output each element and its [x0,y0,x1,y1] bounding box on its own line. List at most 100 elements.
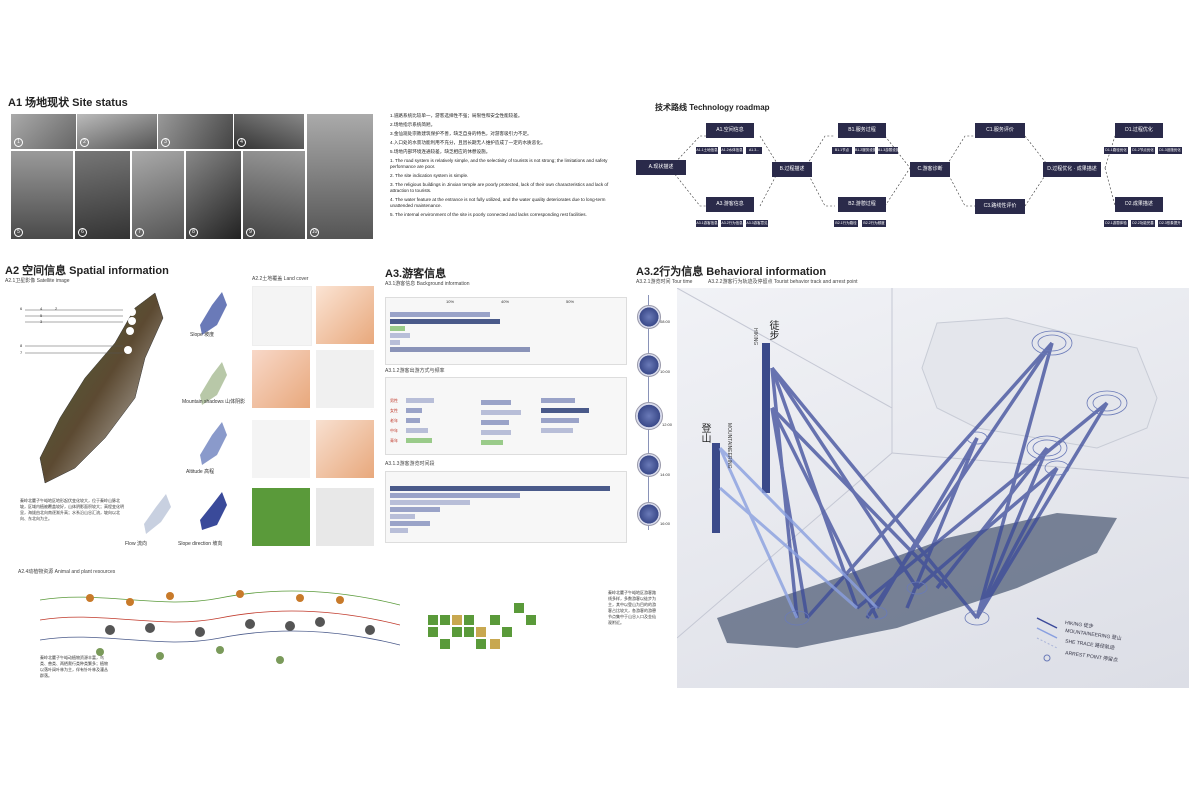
roadmap-node-c3: C3.路线性评价 [975,199,1025,214]
map-scale-label: 8 [20,343,23,348]
landcover-subtitle: A2.2土地覆盖 Land cover [252,276,309,282]
site-photo: 2 [76,113,158,150]
column-header: 10% [446,299,455,304]
spatial-title: A2 空间信息 Spatial information [5,265,169,277]
timeline-label: 12:00 [662,422,673,427]
timeline-label: 08:00 [660,319,671,324]
roadmap-sub: D1.1路径优化 [1104,147,1128,154]
analysis-maps [200,292,227,530]
roadmap-node-a: A.现状描述 [636,160,686,175]
roadmap-sub: B2.1行为路径 [834,220,858,227]
roadmap-sub: D2.3形象提升 [1158,220,1182,227]
landcover-map [252,286,312,346]
roadmap-node-b1: B1.服务过程 [838,123,886,138]
timeline-label: 16:00 [660,521,671,526]
timeline-node [637,502,661,526]
roadmap-title: 技术路线 Technology roadmap [655,103,770,112]
tourist-bg-subtitle: A3.1游客信息 Background information [385,281,470,287]
roadmap-sub: B1.3游憩设施 [878,147,900,154]
satellite-subtitle: A2.1卫星影像 Satellite image [5,278,70,284]
column-header: 50% [566,299,575,304]
status-cn-item: 4.入口处的水景功能利用不充分，且因长期无人维护造成了一定的水质恶化。 [390,140,546,145]
site-photo: 3 [157,113,234,150]
timeline-node [637,453,661,477]
site-status-text: 1.道路系统比较单一，游客选择性不强；局限性和安全性能较差。 2.场地指示系统简… [390,113,615,221]
site-photo: 1 [10,113,77,150]
tourist-table-3 [385,471,627,543]
row-label: 青年 [390,438,398,443]
landcover-map [252,488,310,546]
hiking-label-en: HIKING [752,328,758,346]
behavior-3d-scene: 徒步 HIKING 登山 MOUNTAINEERING HIKING 徒步 MO… [677,288,1189,688]
status-en-item: 5. The internal environment of the site … [390,212,587,217]
flow-map [144,494,171,534]
roadmap-node-c: C.游客诊断 [910,162,950,177]
roadmap-node-b: B.过程描述 [772,162,812,177]
behavior-title: A3.2行为信息 Behavioral information [636,266,827,278]
row-label: 男性 [390,398,398,403]
status-cn-item: 5.场地内部环境连通较差，缺乏相应的休憩设施。 [390,149,491,154]
roadmap-node-a1: A1.空间信息 [706,123,754,138]
landcover-map [252,350,310,408]
status-en-item: 3. The religious buildings in Jinxian te… [390,182,609,193]
row-label: 女性 [390,408,398,413]
status-cn-item: 1.道路系统比较单一，游客选择性不强；局限性和安全性能较差。 [390,113,523,118]
timeline-label: 14:00 [660,472,671,477]
map-scale-label: 3 [40,319,43,324]
site-photo: 7 [131,150,185,240]
site-photo: 10 [306,113,374,240]
map-scale-label: 5 [40,313,43,318]
tourist-table-2: 男性 女性 老年 中年 青年 [385,377,627,455]
animal-subtitle: A2.4动植物资源 Animal and plant resources [18,569,116,575]
map-scale-label: 4 [40,306,43,311]
column-header: 40% [501,299,510,304]
roadmap-sub: D2.2功能完善 [1131,220,1155,227]
mountaineering-label-en: MOUNTAINEERING [726,423,732,469]
tourist-table2-subtitle: A3.1.2游客出游方式与频率 [385,368,445,374]
status-cn-item: 2.场地指示系统简陋。 [390,122,436,127]
roadmap-sub: A3.2行为信息 [721,220,743,227]
tour-time-subtitle: A3.2.1游览时间 Tour time [636,279,693,285]
roadmap-node-a3: A3.游客信息 [706,197,754,212]
map-label-flow: Flow 流向 [125,541,147,547]
roadmap-sub: B1.2服务设施 [855,147,877,154]
species-grid [428,603,536,649]
map-label-mountain-shadows: Mountain shadows 山体阴影 [182,399,246,405]
landcover-map [316,350,374,408]
hiking-label-cn: 徒步 [767,320,778,340]
animal-description: 秦岭北麓子午峪动植物资源丰富，鸟类、兽类、两栖爬行类种类繁多；植物以落叶阔叶林为… [40,655,108,678]
status-en-item: 4. The water feature at the entrance is … [390,197,606,208]
behavior-track-subtitle: A3.2.2游客行为轨迹及停留点 Tourist behavior track … [708,279,858,285]
spatial-description: 秦岭北麓子午峪地区地形起伏变化较大，位于秦岭山脉北坡，区域内植被覆盖较好，山体阴… [20,498,124,521]
tourist-title: A3.游客信息 [385,268,447,280]
timeline-node [637,353,661,377]
row-label: 老年 [390,418,398,423]
landcover-map [316,286,374,344]
landcover-map [252,420,310,478]
roadmap-node-d2: D2.成果描述 [1115,197,1163,212]
map-label-altitude: Altitude 高程 [186,469,215,475]
satellite-image [25,292,164,484]
map-scale-label: 6 [20,306,23,311]
route-description: 秦岭北麓子午峪地区游客路线多样，多数游客以徒步为主，其中以登山为目的的游客占比较… [608,590,656,625]
timeline-node [635,402,663,430]
site-photo: 8 [185,150,242,240]
roadmap-sub: D2.1游憩体验 [1104,220,1128,227]
status-en-item: 1. The road system is relatively simple,… [390,158,608,169]
roadmap-sub: A3.1游客信息 [696,220,718,227]
animal-chart [40,590,400,664]
roadmap-sub: B1.1节点 [832,147,852,154]
roadmap-sub: A1.3... [746,147,762,154]
timeline-label: 10:00 [660,369,671,374]
roadmap-node-c1: C1.服务评价 [975,123,1025,138]
status-cn-item: 3.金仙观处宗教建筑保护不善，缺乏自身的特色，对游客吸引力不足。 [390,131,532,136]
status-en-item: 2. The site indication system is simple. [390,173,469,178]
site-photo: 6 [74,150,131,240]
roadmap-sub: D1.3设施优化 [1158,147,1182,154]
mountaineering-label-cn: 登山 [699,423,710,443]
roadmap-node-b2: B2.游憩过程 [838,197,886,212]
landcover-map [316,420,374,478]
roadmap-sub: D1.2节点优化 [1131,147,1155,154]
site-photo: 4 [233,113,305,150]
roadmap-node-d: D.过程优化 · 成果描述 [1043,162,1101,177]
